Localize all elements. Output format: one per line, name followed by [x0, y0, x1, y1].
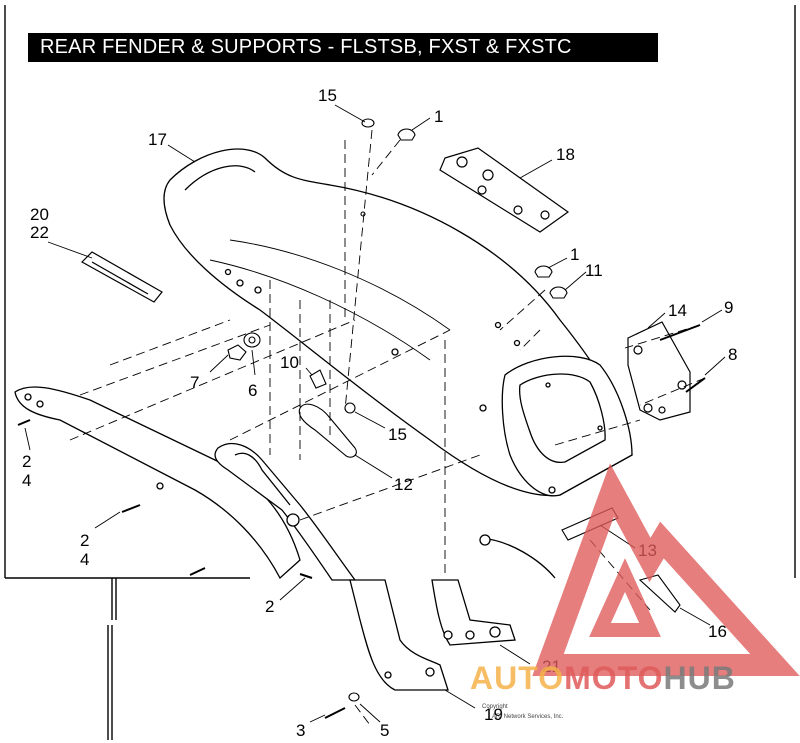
callout-1-top: 1: [434, 107, 443, 126]
callout-8: 8: [728, 345, 737, 364]
watermark-hub: HUB: [663, 660, 736, 696]
watermark-wordmark: AUTOMOTOHUB: [470, 660, 736, 697]
callout-18: 18: [556, 145, 575, 164]
callout-7: 7: [190, 373, 199, 392]
callout-15-mid: 15: [388, 425, 407, 444]
watermark-logo-mark: [532, 463, 800, 676]
right-support: [214, 443, 357, 581]
callout-labels: 15 1 17 18 20 22 1 11 14 9 8 10 7 6 15 1…: [22, 86, 737, 740]
callout-14: 14: [668, 301, 687, 320]
copyright-line-1: Copyright: [482, 704, 508, 710]
callout-17: 17: [148, 130, 167, 149]
diagram-title: REAR FENDER & SUPPORTS - FLSTSB, FXST & …: [40, 36, 572, 58]
callout-12: 12: [394, 475, 413, 494]
copyright-line-2: ARI Network Services, Inc.: [492, 714, 564, 720]
callout-10: 10: [280, 353, 299, 372]
copyright: Copyright ARI Network Services, Inc.: [482, 704, 564, 720]
left-support: [14, 386, 301, 580]
callout-5: 5: [380, 721, 389, 740]
frame-border: [4, 5, 796, 740]
callout-16: 16: [708, 622, 727, 641]
rear-fender: [163, 148, 633, 497]
callout-4-left: 4: [22, 471, 31, 490]
fender-pad: [439, 147, 570, 233]
fender-trim: [81, 251, 163, 303]
lower-struts: [349, 534, 556, 691]
callout-11: 11: [585, 261, 603, 280]
callout-20: 20: [30, 205, 49, 224]
callout-19: 19: [484, 705, 503, 724]
callout-3: 3: [296, 721, 305, 740]
callout-22: 22: [30, 223, 49, 242]
diagram-title-bar: REAR FENDER & SUPPORTS - FLSTSB, FXST & …: [28, 33, 658, 62]
callout-2-left: 2: [22, 452, 31, 471]
callout-2-bottom: 2: [265, 597, 274, 616]
callout-15-top: 15: [318, 86, 337, 105]
watermark-auto: AUTO: [470, 660, 565, 696]
callout-4-mid: 4: [80, 550, 89, 569]
mounting-bracket: [627, 321, 706, 421]
callout-6: 6: [248, 381, 257, 400]
callout-1-mid: 1: [570, 245, 579, 264]
watermark-moto: MOTO: [564, 660, 664, 696]
callout-2-mid: 2: [80, 531, 89, 550]
callout-9: 9: [724, 298, 733, 317]
